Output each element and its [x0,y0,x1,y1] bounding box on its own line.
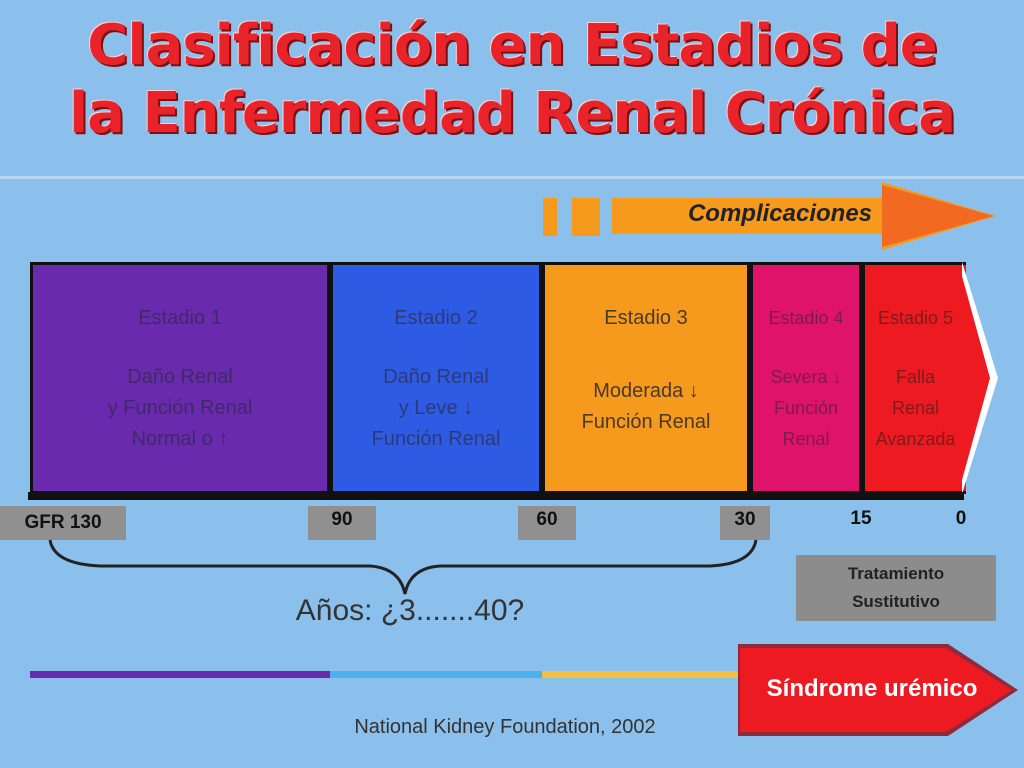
uremic-syndrome-label: Síndrome urémico [766,675,978,702]
progression-line-segment-2 [330,671,542,678]
title-line-2: la Enfermedad Renal Crónica [68,81,956,146]
complications-arrow-icon [612,182,996,250]
stage-5-description: Falla Renal Avanzada [875,367,956,449]
complications-dash-1 [543,198,557,236]
stage-3-description: Moderada ↓ Función Renal [581,380,711,433]
years-label: Años: ¿3.......40? [295,594,525,627]
gfr-axis [28,492,964,500]
gfr-tick-0: 0 [955,508,967,529]
stage-2-box: Estadio 2 Daño Renal y Leve ↓ Función Re… [330,262,542,494]
stage-end-arrow-icon [962,262,998,494]
stage-3-title: Estadio 3 [604,307,688,329]
gfr-tick-90: 90 [308,506,376,540]
gfr-tick-60: 60 [518,506,576,540]
progression-line-segment-1 [30,671,330,678]
stage-1-description: Daño Renal y Función Renal Normal o ↑ [107,366,253,450]
years-brace-icon [48,539,758,595]
gfr-tick-15: 15 [850,508,872,529]
progression-line-segment-3 [542,671,742,678]
page-title: Clasificación en Estadios de la Enfermed… [0,12,1024,148]
stage-5-box: Estadio 5 Falla Renal Avanzada [862,262,966,494]
stage-4-box: Estadio 4 Severa ↓ Función Renal [750,262,862,494]
stage-2-description: Daño Renal y Leve ↓ Función Renal [371,366,501,450]
title-line-1: Clasificación en Estadios de [87,13,938,78]
complications-label: Complicaciones [687,200,873,227]
stage-5-title: Estadio 5 [877,308,954,328]
complications-dash-2 [572,198,600,236]
stage-1-box: Estadio 1 Daño Renal y Función Renal Nor… [30,262,330,494]
uremic-syndrome-arrow-icon [738,644,1018,736]
gfr-tick-30: 30 [720,506,770,540]
stage-2-title: Estadio 2 [394,307,478,329]
stage-4-description: Severa ↓ Función Renal [770,367,842,449]
stage-4-title: Estadio 4 [768,308,844,328]
gfr-tick-130: GFR 130 [0,506,126,540]
stage-1-title: Estadio 1 [138,307,222,329]
source-citation: National Kidney Foundation, 2002 [354,716,656,738]
treatment-box: Tratamiento Sustitutivo [796,555,996,621]
title-divider [0,176,1024,179]
stage-3-box: Estadio 3 Moderada ↓ Función Renal [542,262,750,494]
